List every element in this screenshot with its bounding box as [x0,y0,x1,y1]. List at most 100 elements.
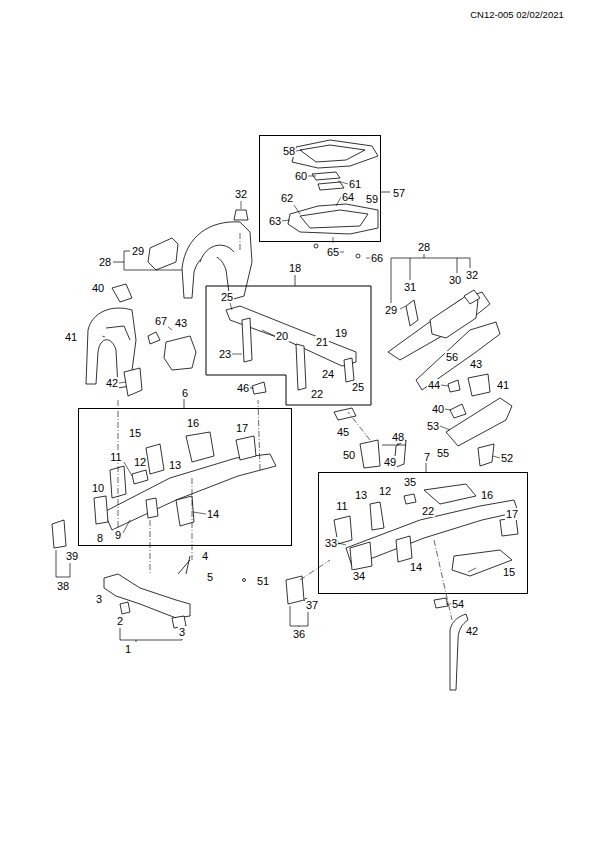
leader-line [102,336,105,337]
bracket-line [56,192,470,642]
part-outline [182,222,252,300]
callout-number: 12 [133,456,147,468]
part-outline [286,576,304,604]
callout-number: 5 [206,571,214,583]
callout-number: 64 [341,191,355,203]
part-outline [464,290,480,304]
callout-number: 55 [436,447,450,459]
part-outline [52,140,518,690]
group-number: 57 [392,187,406,199]
callout-number: 28 [98,256,112,268]
callout-number: 54 [451,598,465,610]
group-number: 18 [288,262,302,274]
callout-number: 61 [348,178,362,190]
callout-number: 32 [465,269,479,281]
group-frame: 18 [206,286,371,405]
leader-line [192,478,193,560]
leader-line [441,385,448,386]
leader-line [338,543,346,545]
group-number: 7 [423,451,431,463]
leader-line [230,303,232,310]
leader-line [440,426,450,430]
part-outline [106,326,130,340]
callout-number: 59 [365,193,379,205]
leader-line [240,232,241,250]
frame-outline [206,286,371,405]
callout-number: 44 [427,379,441,391]
callout-number: 3 [178,626,186,638]
callout-number: 63 [268,215,282,227]
part-outline [200,245,234,262]
callout-number: 58 [282,145,296,157]
leader-line [232,354,242,355]
leader-line [400,306,406,309]
leader-line [250,388,254,389]
leader-line [308,176,316,177]
part-outline [234,210,248,220]
callout-number: 30 [448,274,462,286]
bracket-line [426,463,427,472]
callout-number: 29 [384,304,398,316]
part-outline [434,598,448,608]
callout-number: 15 [502,566,516,578]
leader-line [119,382,126,383]
leader-line [102,150,500,604]
group-frame: 7 [318,472,528,594]
callout-number: 28 [417,241,431,253]
part-outline [300,210,368,228]
callout-number: 17 [505,508,519,520]
part-outline [396,536,412,562]
callout-number: 40 [91,282,105,294]
callout-number: 25 [351,381,365,393]
leader-line [348,412,370,440]
callout-number: 48 [391,431,405,443]
leader-line [118,232,452,620]
callout-number: 2 [116,615,124,627]
part-outline [356,254,360,258]
callout-number: 37 [305,599,319,611]
callout-number: 25 [220,291,234,303]
bracket-line [113,251,182,270]
part-outline [120,602,130,614]
callout-number: 14 [206,508,220,520]
callout-number: 67 [154,315,168,327]
callout-number: 9 [114,529,122,541]
part-outline [448,380,460,392]
callout-number: 11 [335,500,348,512]
leader-line [445,409,451,410]
callout-number: 23 [218,348,232,360]
part-outline [296,344,306,390]
callout-number: 49 [383,456,397,468]
part-outline [350,542,372,570]
part-outline [104,454,276,530]
callout-number: 62 [280,192,294,204]
leader-line [300,560,330,580]
part-outline [176,496,194,526]
callout-number: 40 [431,403,445,415]
callout-number: 20 [275,330,289,342]
leader-line [262,330,275,336]
group-number: 6 [181,387,189,399]
callout-number: 14 [409,561,423,573]
callout-number: 35 [403,476,417,488]
callout-number: 15 [128,427,142,439]
callout-number: 16 [186,417,200,429]
part-outline [148,332,160,344]
callout-number: 52 [500,452,514,464]
callout-number: 22 [310,388,324,400]
part-outline [94,496,108,524]
leader-line [281,220,290,221]
part-outline [124,368,142,396]
callout-number: 36 [292,628,306,640]
part-outline [318,182,344,190]
callout-number: 50 [342,449,356,461]
callout-number: 31 [403,281,417,293]
callout-number: 19 [334,327,348,339]
part-outline [226,306,356,366]
leader-line [124,462,132,476]
leader-line [294,205,300,214]
leader-line [118,400,119,530]
leader-line [296,150,302,151]
part-outline [288,204,378,234]
